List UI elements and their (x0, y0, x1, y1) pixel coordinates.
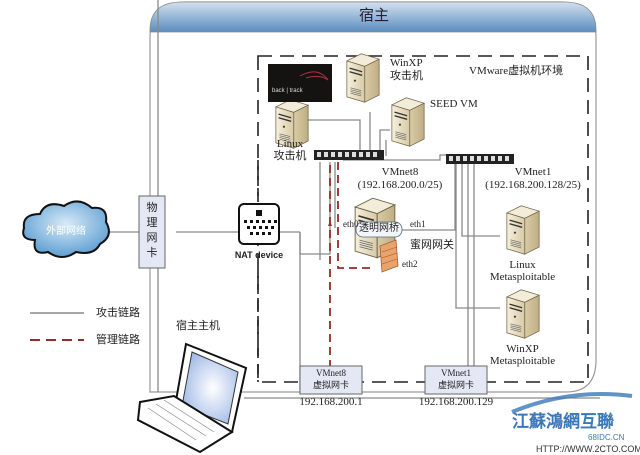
linux-attacker-label-line2: 攻击机 (273, 150, 307, 162)
transparent-bridge-label: 透明网桥 (359, 223, 399, 234)
vmnet1-vnic-ip: 192.168.200.129 (418, 396, 494, 408)
physical-nic-char-4: 卡 (146, 247, 158, 259)
nat-device-icon (238, 203, 280, 245)
eth1-label: eth1 (410, 219, 426, 229)
vmnet1-virtual-nic-box (424, 365, 488, 395)
host-laptop-icon (136, 342, 248, 454)
nat-device-label: NAT device (234, 250, 284, 260)
legend-management-link-label: 管理链路 (96, 334, 140, 346)
vmnet1-vnic-label-line1: VMnet1 (441, 368, 471, 378)
vmnet8-switch (314, 150, 384, 160)
seed-vm-server-icon (391, 97, 425, 147)
vmnet8-vnic-ip: 192.168.200.1 (299, 396, 363, 408)
physical-nic-char-1: 物 (146, 202, 158, 214)
vmnet8-subnet-label: (192.168.200.0/25) (357, 179, 443, 191)
host-header-bar (149, 1, 597, 33)
winxp-metasploitable-label-line1: WinXP (506, 343, 539, 355)
vmnet1-subnet-label: (192.168.200.128/25) (485, 179, 581, 191)
host-title: 宿主 (358, 8, 389, 24)
transparent-bridge-badge (355, 221, 403, 238)
backtrack-logo (268, 64, 332, 102)
host-machine-label: 宿主主机 (176, 320, 220, 332)
winxp-attacker-label-line1: WinXP (390, 57, 423, 69)
watermark-url: HTTP://WWW.2CTO.COM (536, 444, 640, 454)
vmware-environment-label: VMware虚拟机环境 (469, 65, 564, 77)
linux-metasploitable-label-line1: Linux (509, 259, 536, 271)
linux-metasploitable-server-icon (506, 205, 540, 255)
watermark-sub: 68IDC.CN (588, 433, 625, 442)
vmnet8-vnic-label-line2: 虚拟网卡 (312, 380, 349, 390)
seed-vm-label: SEED VM (430, 98, 478, 110)
vmnet8-virtual-nic-box (299, 365, 363, 395)
physical-nic-char-2: 理 (146, 217, 158, 229)
watermark-title: 江蘇鴻網互聯 (512, 412, 614, 431)
winxp-metasploitable-server-icon (506, 289, 540, 339)
vmnet1-switch-label: VMnet1 (514, 166, 552, 178)
linux-metasploitable-label-line2: Metasploitable (489, 271, 556, 283)
external-network-cloud-icon (22, 200, 110, 258)
physical-nic-box (138, 195, 166, 269)
eth0-label: eth0 (343, 219, 359, 229)
backtrack-logo-text: back | track (272, 88, 303, 94)
vmnet8-switch-label: VMnet8 (381, 166, 419, 178)
vmnet1-switch (446, 154, 514, 164)
vmnet8-vnic-label-line1: VMnet8 (316, 368, 346, 378)
legend-attack-link-label: 攻击链路 (96, 307, 140, 319)
watermark (511, 392, 633, 414)
eth2-label: eth2 (402, 259, 418, 269)
external-network-label: 外部网络 (46, 226, 86, 237)
winxp-attacker-server-icon (346, 53, 380, 103)
firewall-icon (379, 239, 399, 273)
honeynet-gateway-label: 蜜网网关 (410, 239, 454, 251)
management-links (329, 162, 372, 368)
linux-attacker-label-line1: Linux (276, 138, 304, 150)
vmnet1-vnic-label-line2: 虚拟网卡 (437, 380, 474, 390)
winxp-metasploitable-label-line2: Metasploitable (489, 355, 556, 367)
winxp-attacker-label-line2: 攻击机 (390, 70, 423, 82)
physical-nic-char-3: 网 (146, 232, 158, 244)
